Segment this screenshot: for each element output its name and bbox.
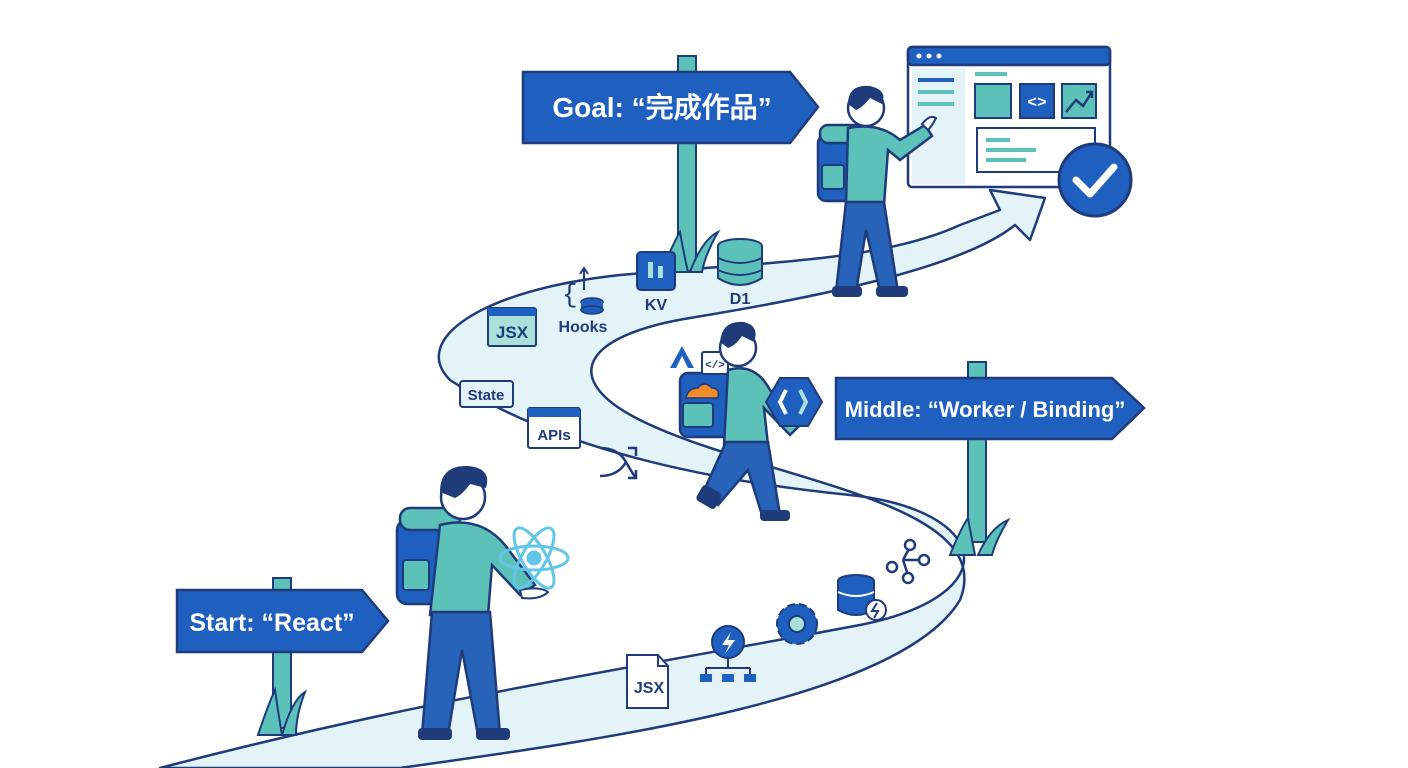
- state-label: State: [468, 387, 505, 404]
- hiker-start: [395, 465, 570, 740]
- git-branch-icon: [885, 538, 931, 585]
- middle-signpost: Middle: “Worker / Binding”: [834, 361, 1146, 556]
- gear-icon: [776, 603, 818, 645]
- start-signpost: Start: “React”: [175, 577, 390, 736]
- jsx-file-icon: JSX: [626, 654, 669, 709]
- d1-database-icon: D1: [717, 238, 763, 308]
- react-atom-icon: [498, 526, 570, 590]
- kv-label: KV: [645, 297, 668, 314]
- code-tag-icon: <>: [1027, 94, 1046, 112]
- azure-a-icon: [670, 346, 694, 368]
- jsx-top-label: JSX: [496, 323, 529, 342]
- cloudflare-cloud-icon: [685, 383, 720, 399]
- winding-path: [158, 188, 1047, 768]
- middle-sign-label: Middle: “Worker / Binding”: [845, 397, 1126, 422]
- kv-icon: KV: [636, 251, 676, 314]
- apis-window-icon: APIs: [527, 407, 581, 449]
- shuffle-icon: [599, 446, 638, 480]
- start-sign-label: Start: “React”: [189, 609, 354, 637]
- bracket-diamond-icon: [764, 377, 824, 427]
- goal-signpost: Goal: “完成作品”: [521, 55, 820, 273]
- lightning-network-icon: [700, 625, 756, 682]
- checkmark-icon: [1057, 142, 1133, 218]
- hiker-goal: [816, 85, 938, 297]
- apis-label: APIs: [537, 427, 570, 444]
- jsx-file-label: JSX: [634, 680, 665, 697]
- hiker-middle: </>: [670, 321, 824, 521]
- hooks-icon: { Hooks: [559, 266, 608, 336]
- svg-text:{: {: [562, 280, 578, 310]
- goal-sign-label: Goal: “完成作品”: [552, 91, 771, 123]
- hooks-label: Hooks: [559, 319, 608, 336]
- goal-browser-window: <>: [906, 45, 1133, 218]
- database-icon: [837, 574, 887, 621]
- svg-text:</>: </>: [705, 360, 725, 372]
- jsx-window-icon: JSX: [487, 307, 537, 347]
- state-tag-icon: State: [459, 380, 514, 408]
- d1-label: D1: [730, 291, 751, 308]
